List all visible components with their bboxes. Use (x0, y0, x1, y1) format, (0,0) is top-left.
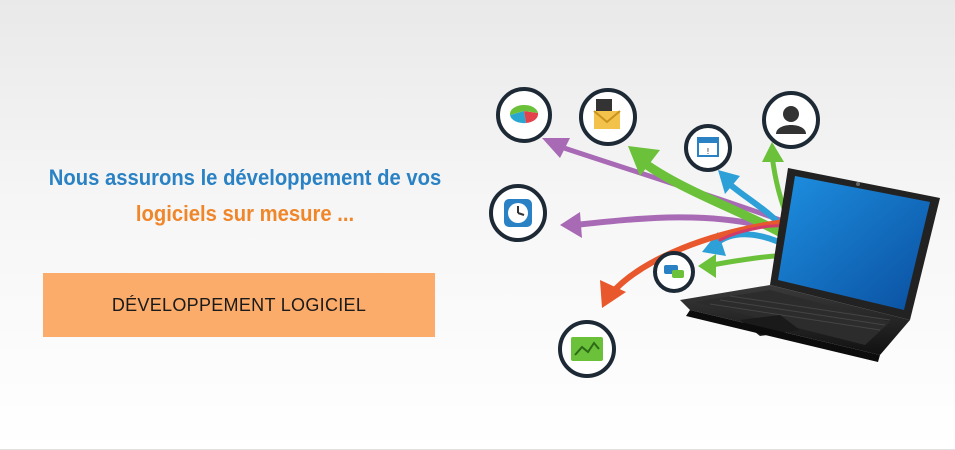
headline-line-1: Nous assurons le développement de vos (48, 165, 442, 190)
mail-icon (579, 88, 637, 146)
headline: Nous assurons le développement de vos lo… (38, 160, 452, 232)
software-illustration: ! (489, 87, 940, 378)
clock-icon (489, 184, 547, 242)
svg-text:!: ! (706, 147, 709, 156)
chat-icon (653, 251, 695, 293)
user-icon (762, 91, 820, 149)
pie-chart-icon (496, 87, 552, 143)
laptop-icon (680, 168, 940, 362)
software-development-button[interactable]: DÉVELOPPEMENT LOGICIEL (43, 273, 435, 337)
headline-line-2: logiciels sur mesure ... (135, 201, 355, 226)
line-chart-icon (558, 320, 616, 378)
arrows (542, 138, 803, 308)
calendar-icon: ! (684, 124, 732, 172)
